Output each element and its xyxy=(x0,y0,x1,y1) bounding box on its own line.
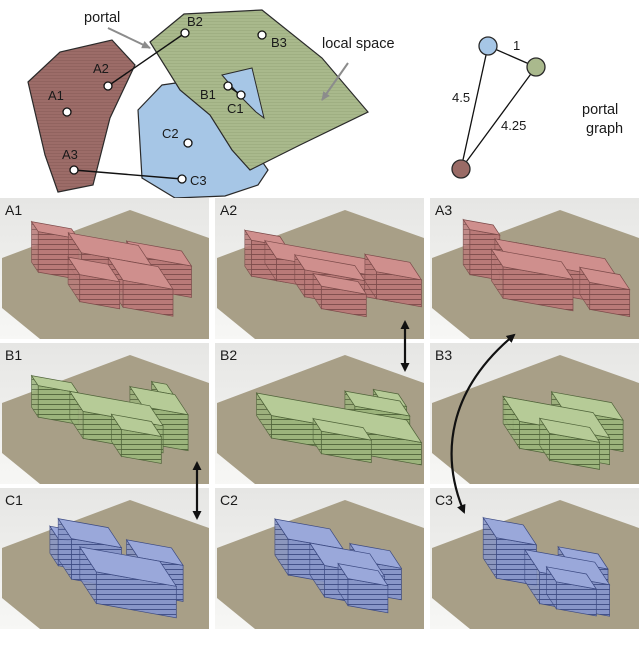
edge-blue-brown xyxy=(460,45,489,170)
render-cell-a3: A3 xyxy=(430,198,639,339)
region-a xyxy=(27,39,136,193)
cell-label: C3 xyxy=(435,492,453,508)
render-cell-a2: A2 xyxy=(215,198,424,339)
render-cell-c2: C2 xyxy=(215,488,424,629)
cell-label: B2 xyxy=(220,347,237,363)
cell-label: A1 xyxy=(5,202,22,218)
region-b xyxy=(149,9,369,171)
building-block xyxy=(79,545,178,619)
edge-weight-4-25: 4.25 xyxy=(501,118,526,133)
point-a2 xyxy=(103,81,113,91)
building-block xyxy=(107,256,174,317)
edge-weight-4-5: 4.5 xyxy=(452,90,470,105)
label-c2: C2 xyxy=(162,126,179,141)
portal-graph-label-line2: graph xyxy=(586,121,623,137)
building-block xyxy=(545,565,598,617)
render-cell-c1: C1 xyxy=(0,488,209,629)
render-cell-b3: B3 xyxy=(430,343,639,484)
point-b3 xyxy=(257,30,267,40)
graph-node-brown xyxy=(451,159,471,179)
building-block xyxy=(538,417,601,470)
grid-arrows xyxy=(192,320,516,520)
building-block xyxy=(312,417,373,464)
cell-label: B1 xyxy=(5,347,22,363)
cell-label: C2 xyxy=(220,492,238,508)
point-b2 xyxy=(180,28,190,38)
arrow-a3-c3 xyxy=(450,333,516,514)
edge-weight-1: 1 xyxy=(513,38,520,53)
render-cell-c3: C3 xyxy=(430,488,639,629)
cell-label: B3 xyxy=(435,347,452,363)
building-block xyxy=(490,248,574,312)
label-c3: C3 xyxy=(190,173,207,188)
label-a1: A1 xyxy=(48,88,64,103)
building-block xyxy=(364,253,423,308)
building-block xyxy=(67,255,121,310)
local-spaces-diagram: A1 A2 A3 B1 B2 B3 C1 C2 C3 portal local … xyxy=(27,9,395,199)
render-cell-a1: A1 xyxy=(0,198,209,339)
point-b1 xyxy=(223,81,233,91)
label-b2: B2 xyxy=(187,14,203,29)
point-a1 xyxy=(62,107,72,117)
portal-line-a3-c3 xyxy=(73,169,183,180)
building-block xyxy=(30,374,79,425)
render-cell-b1: B1 xyxy=(0,343,209,484)
cell-label: C1 xyxy=(5,492,23,508)
building-block xyxy=(337,562,389,614)
local-space-annotation: local space xyxy=(322,36,395,52)
portal-graph: 1 4.5 4.25 portal graph xyxy=(451,36,623,179)
building-block xyxy=(110,413,163,464)
building-block xyxy=(579,266,631,318)
portal-pointer-arrow xyxy=(107,27,151,49)
point-c1 xyxy=(236,90,246,100)
local-space-pointer-arrow xyxy=(321,62,349,101)
edge-green-brown xyxy=(460,66,537,170)
label-b3: B3 xyxy=(271,35,287,50)
point-c3 xyxy=(177,174,187,184)
portal-line-a2-b2 xyxy=(107,32,186,87)
label-a3: A3 xyxy=(62,147,78,162)
label-b1: B1 xyxy=(200,87,216,102)
cell-label: A2 xyxy=(220,202,237,218)
portal-annotation: portal xyxy=(84,10,120,26)
render-cell-b2: B2 xyxy=(215,343,424,484)
building-block xyxy=(312,272,368,318)
point-c2 xyxy=(183,138,193,148)
cell-label: A3 xyxy=(435,202,452,218)
label-c1: C1 xyxy=(227,101,244,116)
label-a2: A2 xyxy=(93,61,109,76)
graph-node-blue xyxy=(478,36,498,56)
graph-node-green xyxy=(526,57,546,77)
point-a3 xyxy=(69,165,79,175)
portal-graph-label-line1: portal xyxy=(582,102,618,118)
